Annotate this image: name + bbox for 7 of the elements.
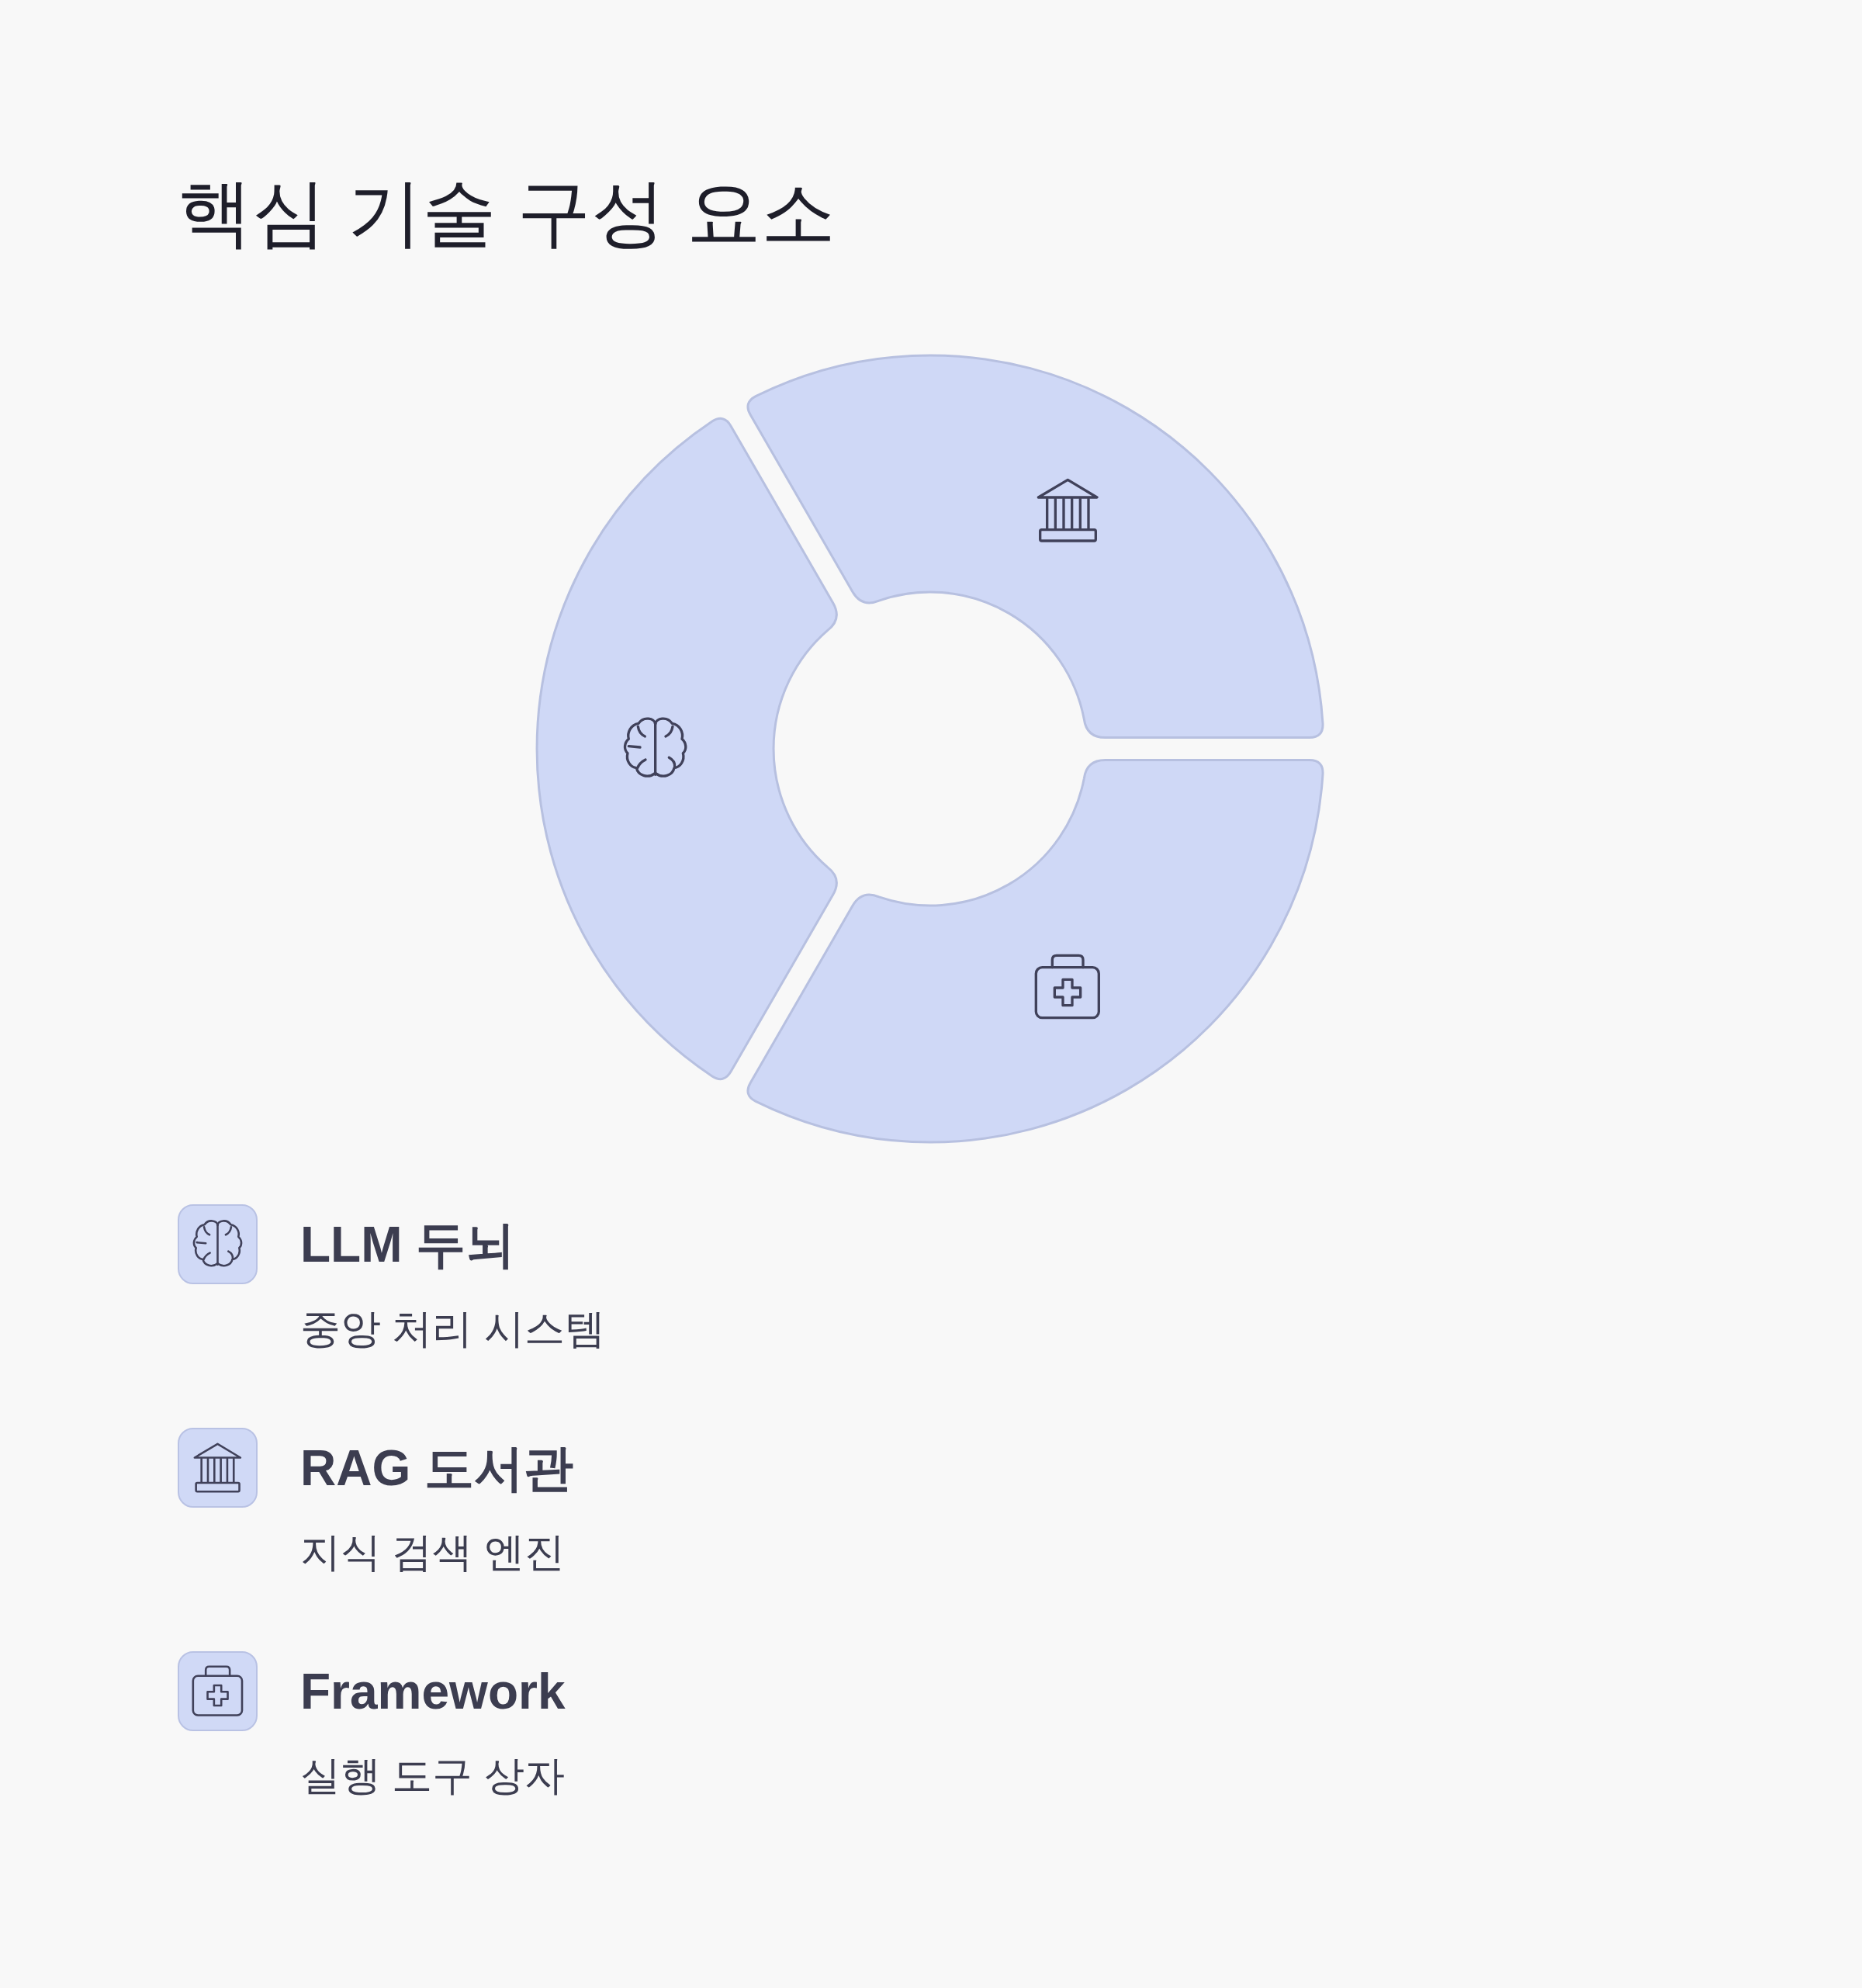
item-heading: LLM 두뇌 — [300, 1219, 516, 1269]
item-description: 지식 검색 엔진 — [300, 1532, 565, 1572]
item-heading: RAG 도서관 — [300, 1443, 573, 1493]
item-heading: Framework — [300, 1666, 566, 1716]
title: 핵심 기술 구성 요소 — [178, 175, 836, 250]
item-description: 중앙 처리 시스템 — [300, 1308, 605, 1349]
item-description: 실행 도구 상자 — [300, 1755, 565, 1796]
